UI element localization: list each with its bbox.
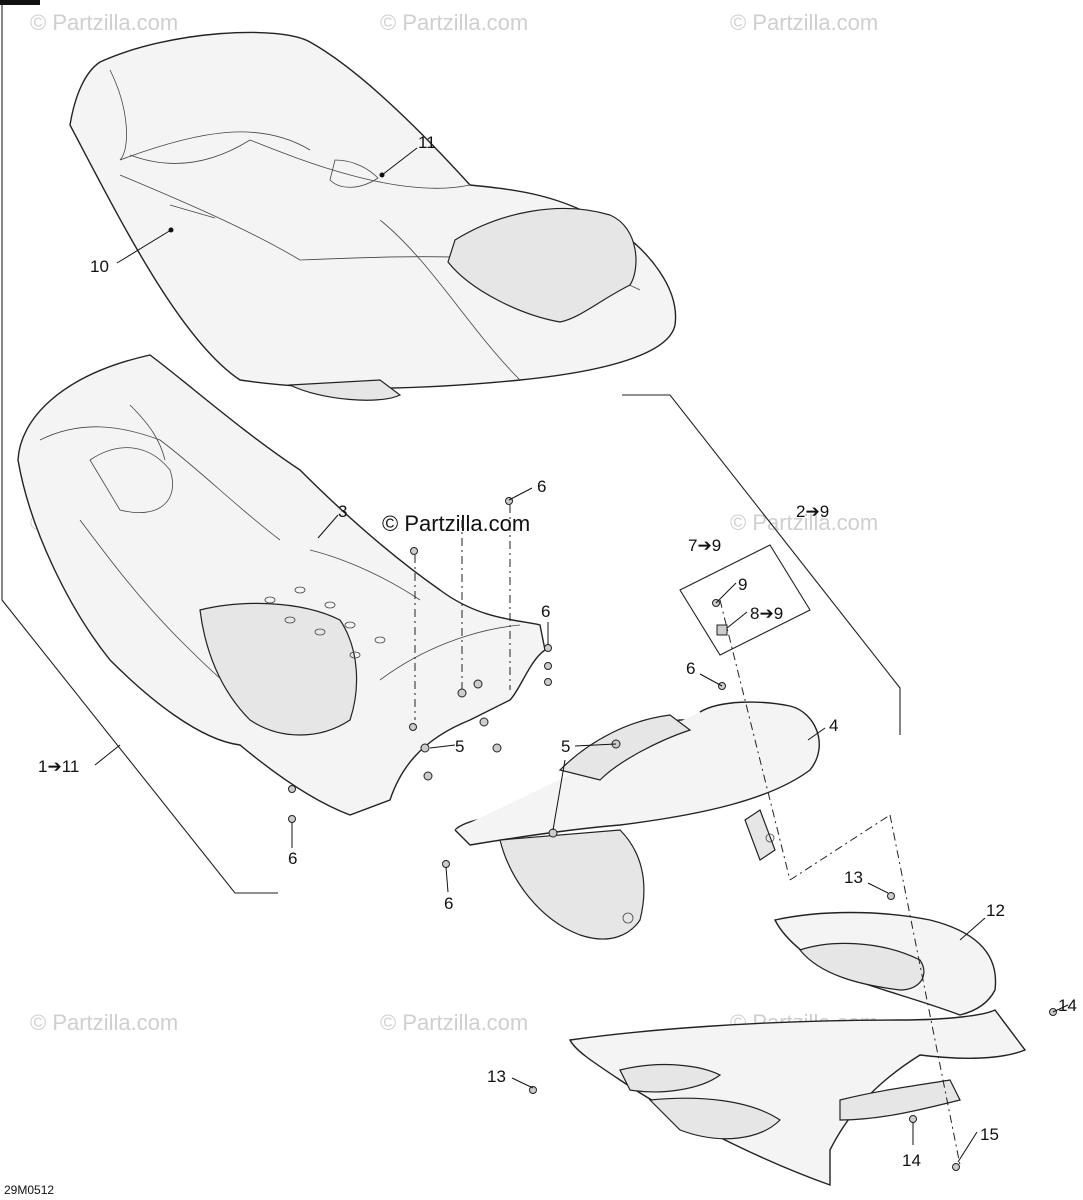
corner-tab [0,0,40,5]
callout-label: 8➔9 [750,604,783,623]
watermark: © Partzilla.com [730,510,878,535]
seat-part-10 [69,31,677,401]
callout-label: 6 [541,602,550,621]
diagram-code: 29M0512 [4,1183,54,1197]
callout-label: 6 [686,659,695,678]
callout-label: 6 [288,849,297,868]
callout-label: 12 [986,901,1005,920]
side-cover-lower [568,1009,1027,1186]
watermark: © Partzilla.com [30,1010,178,1035]
callout-label: 7➔9 [688,536,721,555]
callout-label: 3 [338,502,347,521]
watermark: © Partzilla.com [380,10,528,35]
watermark: © Partzilla.com [730,10,878,35]
callout-label: 10 [90,257,109,276]
callout-label: 14 [1058,996,1077,1015]
watermark: © Partzilla.com [30,10,178,35]
callout-label: 5 [455,737,464,756]
callout-label: 2➔9 [796,502,829,521]
callout-label: 6 [537,477,546,496]
leader-lines [94,147,1069,1163]
callout-label: 13 [487,1067,506,1086]
group-box-7-9 [679,544,811,656]
callout-label: 13 [844,868,863,887]
callout-label: 5 [561,737,570,756]
callout-label: 9 [738,575,747,594]
callout-label: 6 [444,894,453,913]
grab-handle-part-4 [454,701,820,940]
liner-vent-holes [264,586,386,659]
callout-label: 15 [980,1125,999,1144]
callout-label: 14 [902,1151,921,1170]
callout-labels: 11 10 6 3 2➔9 7➔9 9 8➔9 6 6 4 5 5 1➔11 6… [38,133,1077,1170]
callout-label: 4 [829,716,838,735]
callout-label: 1➔11 [38,757,79,776]
rear-cover-part-12 [773,911,997,1016]
center-lines [414,505,961,1166]
watermark: © Partzilla.com [380,1010,528,1035]
watermark-main: © Partzilla.com [382,511,530,536]
liner-part-3 [17,354,546,816]
callout-label: 11 [418,133,436,152]
